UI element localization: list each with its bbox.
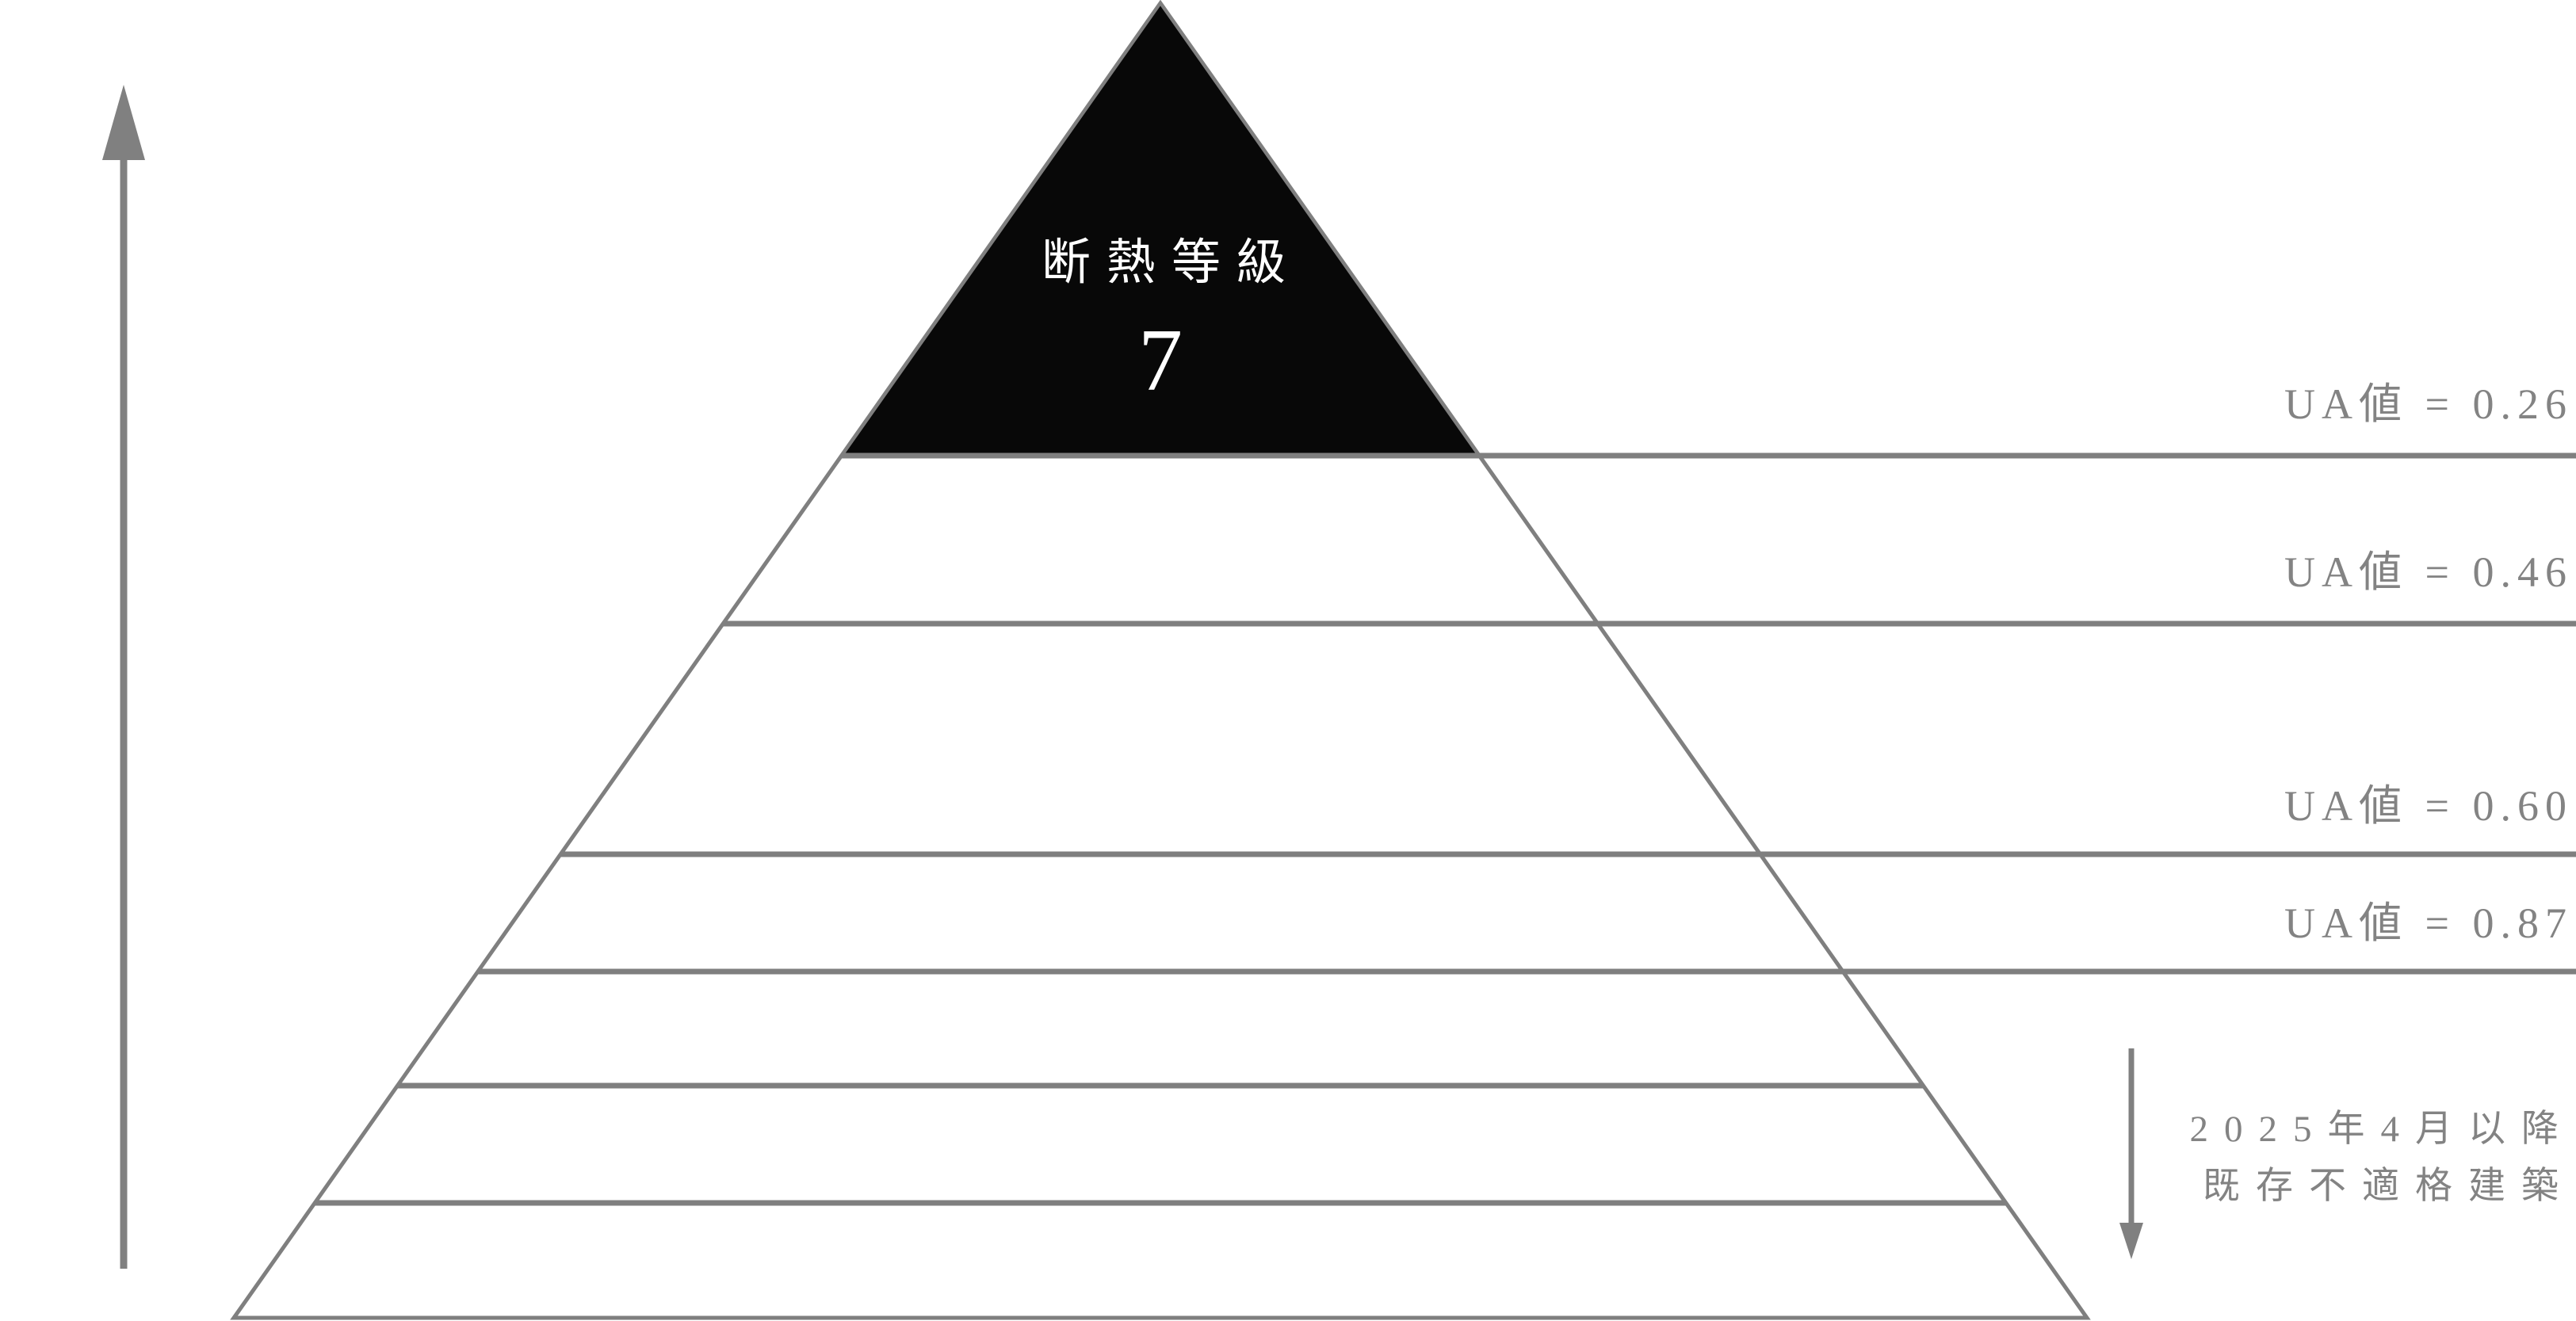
pyramid-outline (230, 0, 2091, 1320)
apex-title-label: 断熱等級 (1041, 236, 1301, 290)
ua-label-0-87: UA値 = 0.87 (2284, 899, 2573, 947)
down-arrow-head (2119, 1223, 2143, 1259)
ua-label-0-60: UA値 = 0.60 (2284, 782, 2573, 830)
annotation-line2: 既存不適格建築 (2203, 1166, 2574, 1207)
annotation-line1: 2025年4月以降 (2190, 1109, 2575, 1150)
ua-label-0-46: UA値 = 0.46 (2284, 548, 2573, 596)
apex-grade-label: 7 (1138, 311, 1183, 410)
down-arrow-icon (2119, 1048, 2143, 1259)
up-arrow-icon (102, 85, 145, 1269)
ua-label-0-26: UA値 = 0.26 (2284, 380, 2573, 428)
up-arrow-head (102, 85, 145, 160)
